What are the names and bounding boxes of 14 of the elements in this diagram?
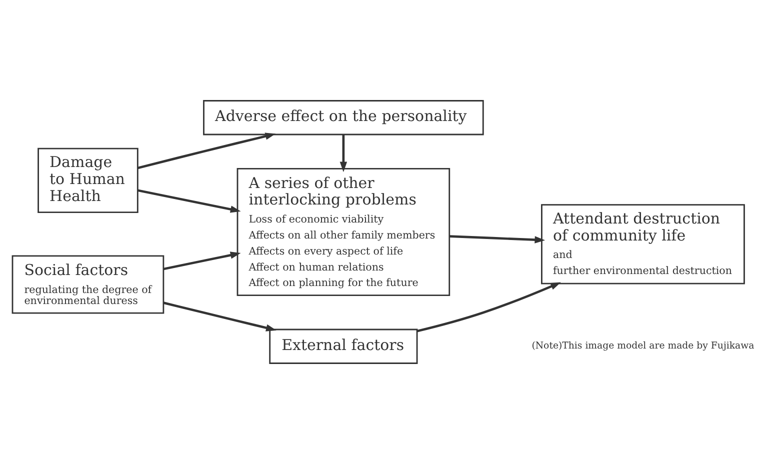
- arrow: [450, 235, 546, 244]
- arrow: [416, 282, 561, 332]
- node-box: Social factors regulating the degree of environmental duress: [12, 255, 164, 314]
- arrow: [163, 302, 276, 332]
- arrow: [340, 134, 348, 172]
- node-box: External factors: [269, 328, 418, 364]
- arrow: [138, 189, 241, 213]
- node-box: Damage to Human Health: [38, 148, 138, 214]
- arrow: [138, 132, 276, 170]
- label: (Note)This image model are made by Fujikawa: [532, 340, 754, 352]
- node-box: Attendant destruction of community life and further environmental destruction: [541, 204, 745, 284]
- arrow: [163, 252, 241, 270]
- node-box: A series of other interlocking problems Loss of economic viability Affects on all other family members Affects on every aspect of life Affect on human relations Affect on planning for the future: [236, 168, 450, 296]
- node-box: Adverse effect on the personality: [203, 100, 484, 136]
